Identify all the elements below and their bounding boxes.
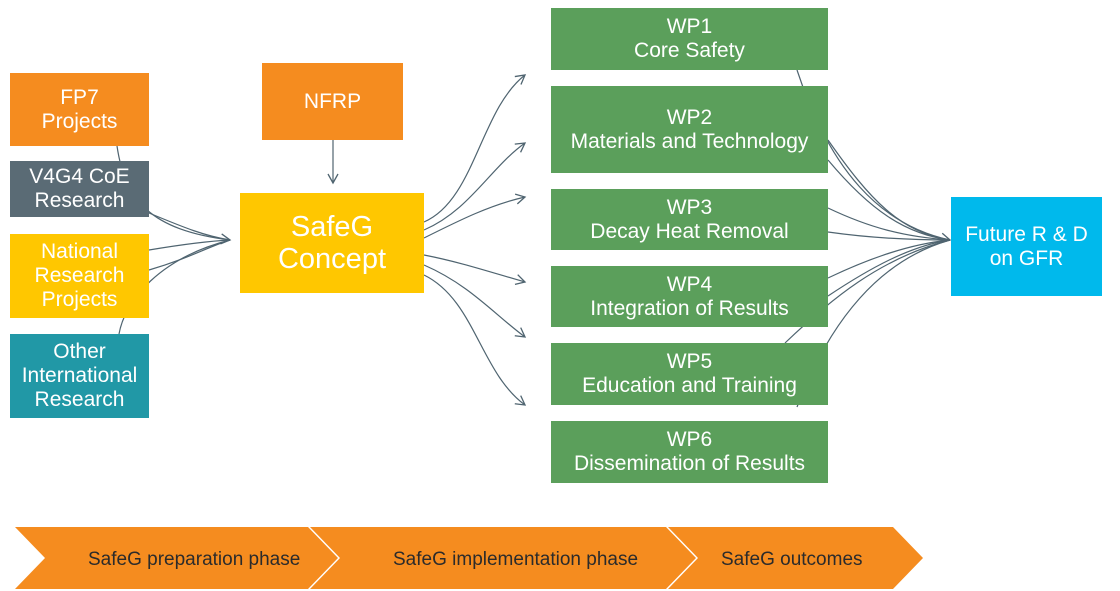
input-line: Research (34, 189, 125, 212)
input-national-research-projects: National Research Projects (10, 234, 149, 318)
nfrp-box: NFRP (262, 63, 403, 140)
wp-title: Decay Heat Removal (590, 219, 789, 243)
fanout-2 (423, 142, 527, 231)
converge-wp4-a (827, 239, 951, 279)
future-line: on GFR (989, 246, 1064, 270)
wp-title: Integration of Results (590, 296, 789, 320)
wp-id: WP6 (666, 428, 713, 451)
input-line: V4G4 CoE (29, 165, 130, 188)
wp2-box: WP2 Materials and Technology (551, 86, 828, 173)
converge-wp3-b (827, 231, 951, 241)
fanout-4 (423, 254, 527, 285)
input-line: National (40, 240, 119, 263)
wp-title: Materials and Technology (570, 129, 809, 153)
fanout-connectors (423, 74, 527, 406)
phase-chevron-preparation (15, 527, 338, 589)
safeg-line: SafeG (290, 211, 374, 243)
wp-id: WP5 (666, 350, 713, 373)
input-line: FP7 (60, 85, 99, 109)
fanout-1 (423, 74, 527, 223)
fanout-5 (423, 264, 527, 338)
connector-national-a (148, 239, 231, 251)
wp-id: WP3 (666, 195, 713, 219)
connector-other (118, 239, 231, 335)
converge-wp4-b (827, 239, 951, 297)
converge-wp3-a (827, 207, 951, 241)
phase-chevron-outcomes (668, 527, 923, 589)
fanout-3 (423, 193, 527, 239)
input-fp7-projects: FP7 Projects (10, 73, 149, 146)
phase-chevron-implementation (310, 527, 696, 589)
wp4-box: WP4 Integration of Results (551, 266, 828, 327)
phase-label-implementation: SafeG implementation phase (393, 549, 639, 570)
phase-bar (15, 527, 923, 589)
wp-title: Dissemination of Results (573, 452, 806, 475)
wp6-box: WP6 Dissemination of Results (551, 421, 828, 483)
input-line: International (21, 364, 138, 387)
phase-label-preparation: SafeG preparation phase (88, 549, 301, 570)
safeg-concept-box: SafeG Concept (240, 193, 424, 293)
nfrp-label: NFRP (303, 89, 362, 113)
safeg-line: Concept (277, 243, 386, 275)
converge-wp2-b (827, 159, 951, 241)
wp3-box: WP3 Decay Heat Removal (551, 189, 828, 250)
future-rd-gfr-box: Future R & D on GFR (951, 197, 1102, 296)
phase-label-outcomes: SafeG outcomes (721, 549, 863, 570)
input-line: Research (34, 264, 125, 287)
wp5-box: WP5 Education and Training (551, 343, 828, 405)
wp-title: Core Safety (634, 39, 745, 62)
input-line: Projects (41, 288, 118, 311)
future-line: Future R & D (965, 222, 1088, 246)
input-line: Projects (41, 109, 118, 133)
wp-title: Education and Training (582, 374, 797, 397)
input-other-international-research: Other International Research (10, 334, 149, 418)
wp-id: WP4 (666, 272, 713, 296)
wp-id: WP2 (666, 105, 713, 129)
input-v4g4-coe-research: V4G4 CoE Research (10, 161, 149, 217)
wp-id: WP1 (666, 15, 713, 38)
fanout-6 (423, 274, 527, 406)
wp1-box: WP1 Core Safety (551, 8, 828, 70)
input-line: Research (34, 388, 125, 411)
converge-wp5-a (784, 239, 951, 344)
converge-wp2-a (827, 139, 951, 241)
input-line: Other (53, 340, 106, 363)
connector-v4g4 (148, 212, 231, 241)
